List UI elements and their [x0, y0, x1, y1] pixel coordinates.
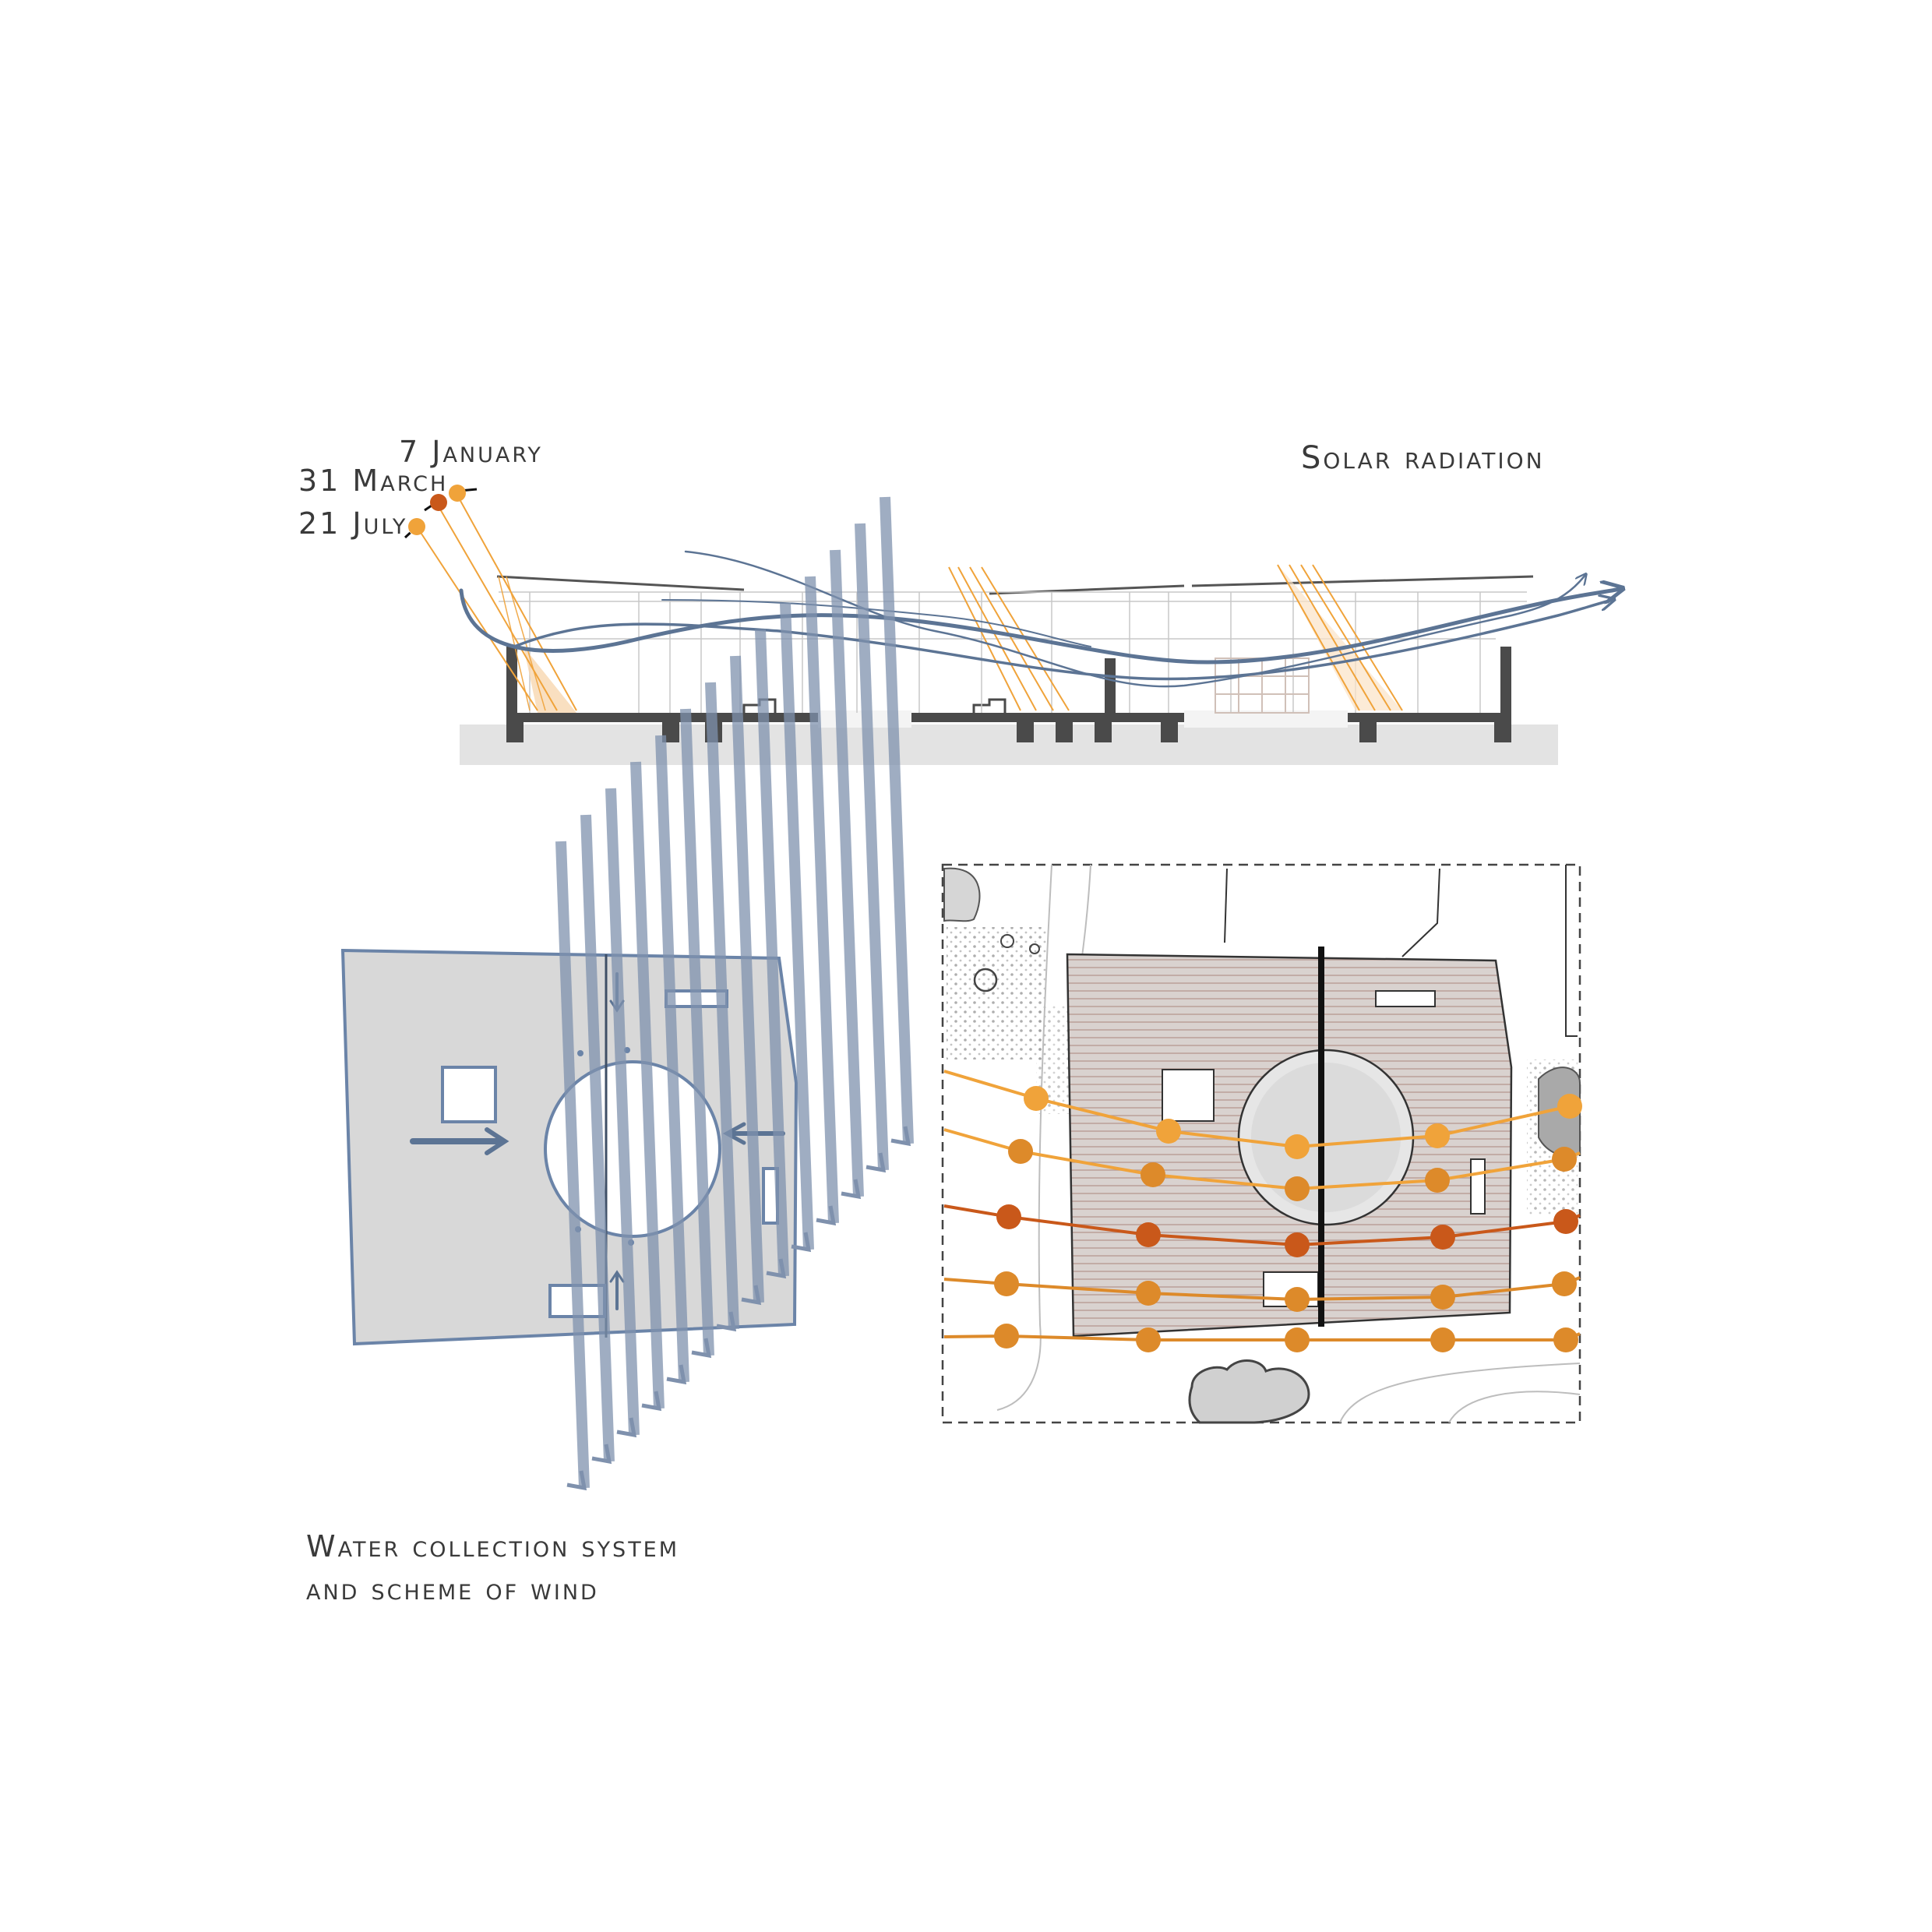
sun-path-curves	[943, 1070, 1582, 1352]
rain-stripe	[630, 761, 665, 1409]
sun-rays-left	[416, 492, 577, 713]
rain-arrowhead	[566, 1470, 587, 1491]
rain-arrowhead	[741, 1285, 762, 1306]
sun-positions	[404, 485, 478, 539]
date-label-7-january: 7 January	[399, 435, 543, 469]
sun-path-dot	[1285, 1327, 1310, 1352]
rain-arrowhead	[866, 1152, 887, 1173]
plan-skylight-2	[1375, 990, 1436, 1007]
water-wind-plan: Water collection system and scheme of wi…	[306, 496, 914, 1606]
ground	[460, 724, 1558, 765]
sun-path-dot	[1425, 1123, 1450, 1148]
rain-arrowhead	[641, 1391, 662, 1412]
sun-path-dot	[1008, 1139, 1033, 1164]
date-label-21-july: 21 July	[298, 506, 407, 541]
rain-stripe	[605, 788, 640, 1436]
caption-line-2: and scheme of wind	[306, 1572, 599, 1606]
sun-path-dot	[1425, 1168, 1450, 1193]
rain-arrowhead	[691, 1338, 712, 1359]
rain-stripe	[580, 814, 615, 1462]
site-plan	[941, 863, 1582, 1424]
caption-line-1: Water collection system	[306, 1529, 679, 1564]
sun-path-dot	[994, 1324, 1019, 1349]
rain-arrowhead	[841, 1179, 862, 1200]
rain-arrowhead	[591, 1444, 612, 1465]
date-label-31-march: 31 March	[298, 464, 448, 498]
sun-path-dot	[1430, 1285, 1455, 1310]
sun-path-dot	[1553, 1209, 1578, 1234]
sun-dot-31-march	[430, 494, 447, 511]
sun-path-dot	[996, 1204, 1021, 1229]
wall-left	[506, 647, 517, 740]
rain-stripe	[655, 735, 689, 1383]
rain-stripe	[705, 682, 739, 1330]
rain-arrowhead	[816, 1205, 837, 1226]
sun-path-dot	[1553, 1327, 1578, 1352]
rain-arrowhead	[616, 1417, 637, 1438]
sun-path-dot	[1285, 1232, 1310, 1257]
solar-radiation-title: Solar radiation	[1301, 440, 1545, 476]
footings	[506, 721, 1511, 742]
rain-stripe	[780, 602, 814, 1250]
sun-path-dot	[1430, 1225, 1455, 1250]
sun-path-dot	[1552, 1147, 1577, 1172]
plan-skylight-3	[1470, 1158, 1486, 1215]
roofs	[496, 575, 1534, 595]
sun-path-dot	[1285, 1134, 1310, 1159]
sun-rays-right	[1277, 564, 1403, 711]
sun-path-dot	[1136, 1222, 1161, 1247]
sun-dot-7-january	[449, 485, 466, 502]
sun-path-dot	[1430, 1327, 1455, 1352]
building-section: 7 January 31 March 21 July Solar radiati…	[298, 435, 1620, 765]
wall-right	[1500, 647, 1511, 740]
rain-stripe	[755, 629, 789, 1277]
wind-flows	[459, 550, 1620, 688]
sun-dot-21-july	[408, 518, 425, 535]
rain-arrows	[555, 496, 914, 1491]
sun-path-dot	[994, 1271, 1019, 1296]
rain-stripe	[855, 523, 889, 1171]
skylight-1	[441, 1066, 497, 1123]
sun-path-dot	[1156, 1119, 1181, 1144]
rain-arrowhead	[666, 1364, 687, 1385]
sun-path-dot	[1136, 1281, 1161, 1306]
rain-arrowhead	[766, 1258, 787, 1279]
rain-stripe	[880, 496, 914, 1144]
wall-mid	[1105, 658, 1116, 721]
sun-path-dot	[1136, 1327, 1161, 1352]
rain-stripe	[730, 655, 764, 1303]
rain-arrowhead	[791, 1232, 812, 1253]
sun-path-dot	[1285, 1287, 1310, 1312]
sun-path-dot	[1552, 1271, 1577, 1296]
sun-path-dot	[1024, 1086, 1049, 1111]
rain-stripe	[680, 708, 714, 1356]
rain-arrowhead	[716, 1311, 737, 1332]
rain-stripe	[805, 576, 839, 1224]
sun-path-dot	[1285, 1176, 1310, 1201]
sun-path-dot	[1141, 1162, 1165, 1187]
rain-stripe	[830, 549, 864, 1197]
rain-stripe	[555, 841, 590, 1489]
rain-arrowhead	[890, 1126, 911, 1147]
plan-skylight-1	[1162, 1069, 1215, 1122]
sun-path-dot	[1557, 1094, 1582, 1119]
